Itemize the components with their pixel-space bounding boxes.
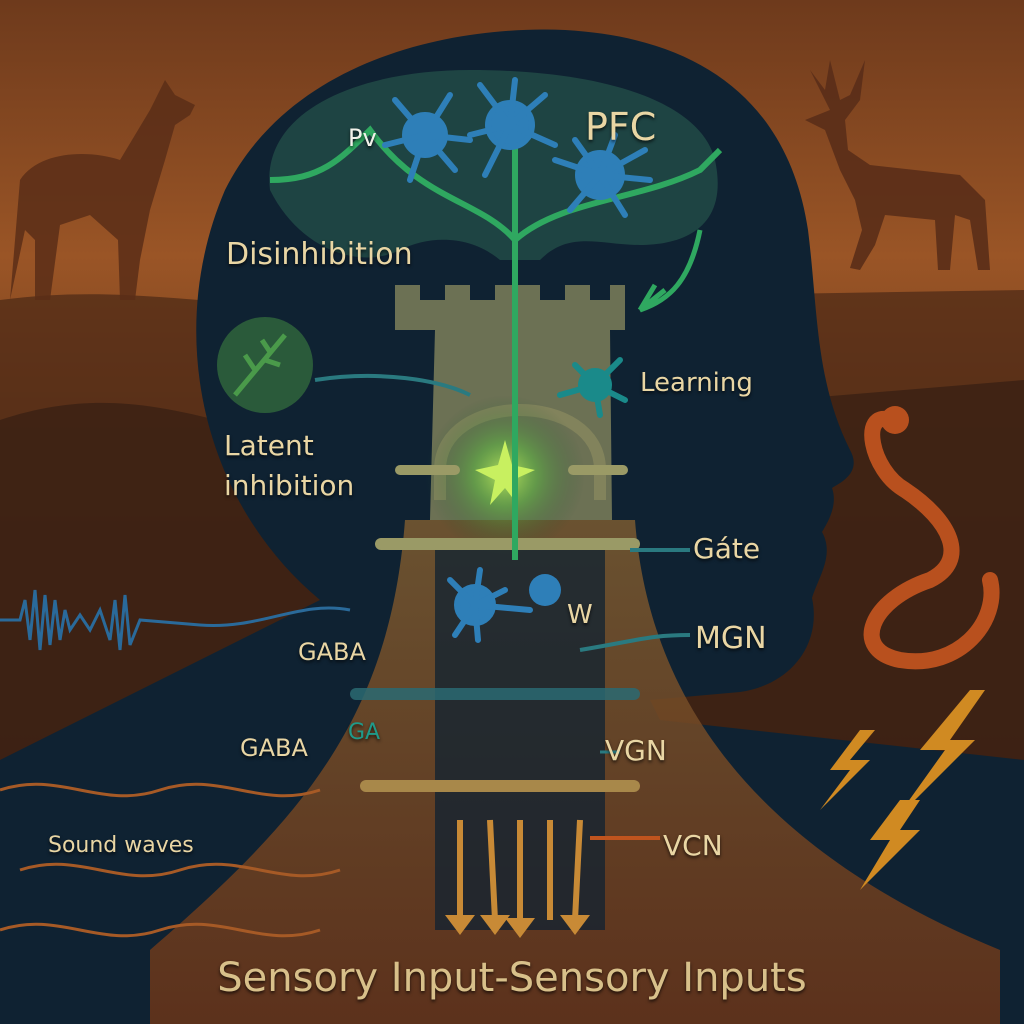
label-mgn: MGN — [695, 621, 767, 656]
input-streams — [457, 819, 583, 925]
bar-right — [568, 465, 628, 475]
label-latent: Latent — [224, 429, 314, 462]
neurons — [382, 77, 653, 643]
label-vcn: VCN — [663, 829, 723, 862]
pfc-pathway — [269, 120, 723, 560]
label-ga: GA — [348, 720, 381, 745]
label-pfc: PFC — [585, 105, 657, 149]
pfc-region — [269, 70, 718, 260]
label-disinhibition: Disinhibition — [226, 237, 413, 272]
label-gaba-2: GABA — [240, 734, 308, 762]
neuron-learning — [557, 357, 628, 418]
connector-lines — [314, 374, 691, 652]
down-arrow-icons — [445, 915, 590, 938]
sound-wave — [0, 589, 351, 651]
snake-silhouette — [863, 410, 1000, 670]
label-gate: Gáte — [693, 532, 761, 565]
synapse-icon — [529, 574, 561, 606]
gate-bar — [375, 538, 640, 550]
deer-silhouette — [805, 60, 990, 270]
mgn-bar — [350, 688, 640, 700]
snake-head — [881, 406, 909, 434]
leaf-icon — [233, 333, 287, 397]
lightning-icons — [820, 690, 985, 890]
neuron-4 — [447, 567, 533, 643]
vgn-bar — [360, 780, 640, 792]
label-pv: Pv — [348, 124, 377, 152]
label-inhibition: inhibition — [224, 469, 355, 502]
label-vgn: VGN — [605, 734, 667, 767]
sound-ripples — [0, 782, 341, 938]
label-learning: Learning — [640, 368, 753, 398]
center-neuron — [475, 440, 535, 505]
neuron-1 — [382, 92, 473, 183]
title: Sensory Input-Sensory Inputs — [217, 955, 807, 1001]
leaf-badge — [217, 317, 313, 413]
label-gaba-1: GABA — [298, 638, 366, 666]
neuron-3 — [552, 132, 653, 218]
label-w: W — [567, 600, 593, 630]
label-sound-waves: Sound waves — [48, 833, 194, 858]
bar-left — [395, 465, 460, 475]
arrow-icon — [637, 229, 703, 313]
wolf-silhouette — [10, 80, 195, 300]
neuron-2 — [467, 77, 558, 178]
